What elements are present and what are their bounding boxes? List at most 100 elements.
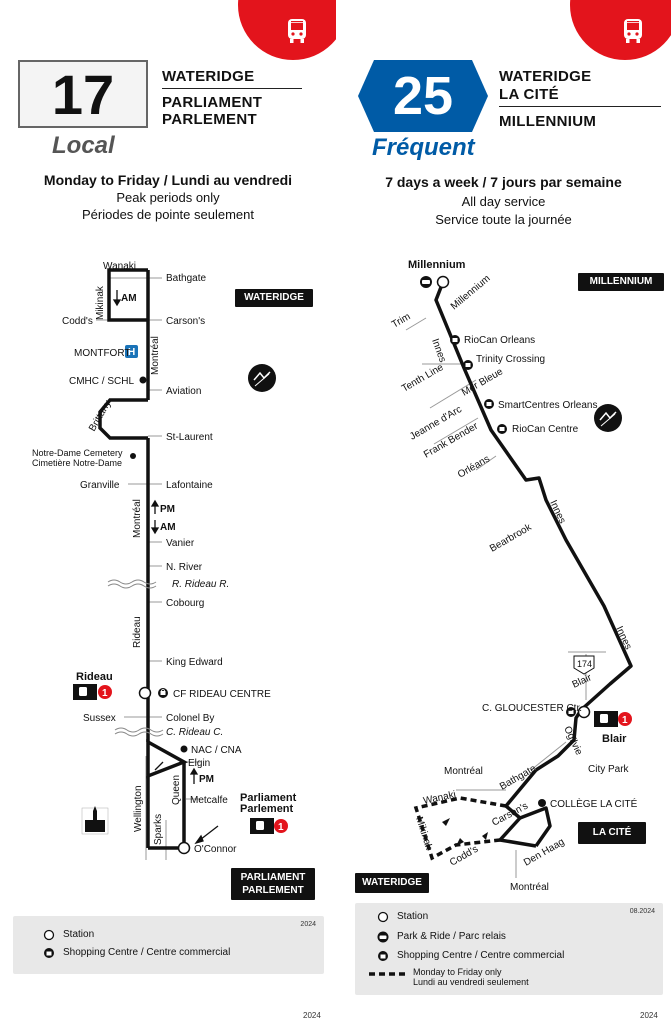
label-montreal-1: Montréal	[150, 336, 161, 375]
label-blair-station: Blair	[602, 733, 627, 745]
tag-parliament-en: PARLIAMENT	[240, 872, 306, 883]
label-montfort: MONTFORT	[74, 348, 130, 359]
label-den-haag: Den Haag	[522, 837, 566, 869]
route-17-map: H 1 1 Wanaki Bathgate Mikinak AM Codd's	[32, 261, 297, 860]
tag-wateridge: WATERIDGE	[355, 873, 429, 893]
legend-weekday-row: Monday to Friday only Lundi au vendredi …	[369, 967, 529, 987]
label-innes-1: Innes	[429, 337, 448, 364]
label-wanaki: Wanaki	[103, 261, 136, 272]
station-icon	[377, 911, 389, 923]
legend-weekday-fr: Lundi au vendredi seulement	[413, 977, 529, 987]
label-trinity-crossing: Trinity Crossing	[476, 354, 545, 365]
label-kingedward: King Edward	[166, 657, 223, 668]
line-1-badge-parliament: 1	[278, 822, 284, 833]
tag-la-cite: LA CITÉ	[578, 822, 646, 844]
label-vanier: Vanier	[166, 538, 195, 549]
tag-wateridge: WATERIDGE	[235, 289, 313, 307]
label-rideau-canal: C. Rideau C.	[166, 727, 223, 738]
label-am-2: AM	[160, 522, 176, 533]
footer-year: 2024	[640, 1011, 658, 1020]
legend-year: 08.2024	[629, 908, 655, 915]
label-bearbrook: Bearbrook	[488, 522, 534, 555]
label-carsons: Carson's	[166, 316, 205, 327]
shopping-icon	[378, 951, 388, 961]
legend-parkride-row: Park & Ride / Parc relais	[369, 931, 506, 943]
dashed-line-icon	[369, 972, 409, 976]
label-nriver: N. River	[166, 562, 203, 573]
schedule-subtitle-fr: Service toute la journée	[435, 212, 572, 227]
label-codds: Codd's	[62, 316, 93, 327]
route-17-panel: 17 Local WATERIDGE PARLIAMENT PARLEMENT …	[13, 0, 336, 1020]
footer-year: 2024	[303, 1011, 321, 1020]
label-college-la-cite: COLLÈGE LA CITÉ	[550, 797, 638, 810]
route-number-badge: 17	[18, 60, 148, 128]
label-parliament-station-en: Parliament	[240, 792, 297, 804]
label-wellington: Wellington	[133, 785, 144, 832]
legend-station-row: Station	[35, 929, 94, 941]
label-hwy-174: 174	[577, 659, 592, 669]
legend-station: Station	[63, 929, 95, 940]
schedule-title: Monday to Friday / Lundi au vendredi	[43, 172, 293, 188]
legend-station-row: Station	[369, 911, 428, 923]
route-type-label: Fréquent	[372, 134, 475, 161]
label-pm-1: PM	[160, 504, 175, 515]
label-sparks: Sparks	[153, 814, 164, 845]
label-am-1: AM	[121, 293, 137, 304]
label-orleans: Orléans	[456, 454, 492, 481]
label-cf-rideau: CF RIDEAU CENTRE	[173, 689, 271, 700]
label-montreal-2: Montréal	[132, 499, 143, 538]
label-rideau-river: R. Rideau R.	[172, 579, 229, 590]
label-innes-3: Innes	[613, 625, 633, 652]
label-pm-2: PM	[199, 774, 214, 785]
label-ogilvie: Ogilvie	[561, 725, 584, 758]
legend-weekday-en: Monday to Friday only	[413, 967, 502, 977]
legend-shopping-row: Shopping Centre / Centre commercial	[369, 950, 564, 962]
route-type-label: Local	[52, 132, 115, 159]
legend-shopping-row: Shopping Centre / Centre commercial	[35, 947, 230, 959]
destination-2: LA CITÉ	[499, 86, 559, 103]
label-cmhc: CMHC / SCHL	[69, 376, 134, 387]
label-metcalfe: Metcalfe	[190, 795, 228, 806]
label-colonelby: Colonel By	[166, 713, 214, 724]
label-montreal-2: Montréal	[510, 882, 549, 893]
label-millennium-stop: Millennium	[408, 259, 466, 271]
legend-weekday: Monday to Friday only Lundi au vendredi …	[413, 967, 529, 987]
label-codds: Codd's	[448, 844, 480, 869]
route-25-panel: 25 Fréquent WATERIDGE LA CITÉ MILLENNIUM…	[336, 0, 671, 1024]
bus-icon	[288, 19, 306, 43]
label-rideau-station: Rideau	[76, 671, 113, 683]
tag-millennium: MILLENNIUM	[578, 273, 664, 291]
label-smartcentres: SmartCentres Orleans	[498, 400, 597, 411]
label-gloucester-centre: C. GLOUCESTER Ctr.	[482, 703, 582, 714]
route-number: 25	[392, 66, 454, 126]
schedule-subtitle-en: All day service	[461, 194, 546, 209]
route-25-map: 1 Millennium Trim Millennium Innes RioCa…	[390, 259, 638, 893]
label-mikinak: Mikinak	[95, 285, 106, 320]
park-ride-icon	[377, 931, 389, 943]
destination-1: WATERIDGE	[499, 68, 592, 85]
schedule-subtitle-fr: Périodes de pointe seulement	[81, 207, 254, 222]
destination-divider	[499, 106, 661, 107]
destination-2: PARLIAMENT	[162, 94, 263, 111]
label-bathgate: Bathgate	[166, 273, 206, 284]
label-sussex: Sussex	[83, 713, 116, 724]
label-wanaki: Wanaki	[422, 789, 457, 807]
bus-icon	[624, 19, 642, 43]
parliament-icon	[81, 806, 109, 835]
tag-parliament: PARLIAMENT PARLEMENT	[231, 868, 315, 900]
destination-3: PARLEMENT	[162, 111, 257, 128]
label-mikinak: Mikinak	[413, 816, 434, 853]
legend-station: Station	[397, 911, 429, 922]
label-oconnor: O'Connor	[194, 844, 237, 855]
hospital-icon: H	[128, 347, 135, 358]
shopping-icon	[44, 948, 54, 958]
schedule-title: 7 days a week / 7 jours par semaine	[385, 174, 622, 190]
label-riocan-orleans: RioCan Orleans	[464, 335, 535, 346]
label-cobourg: Cobourg	[166, 598, 204, 609]
legend-17: 2024 Station Shopping Centre / Centre co…	[13, 916, 324, 974]
legend-year: 2024	[300, 921, 316, 928]
label-blair-road: Blair	[571, 672, 594, 691]
label-aviation: Aviation	[166, 386, 201, 397]
station-icon	[43, 929, 55, 941]
label-queen: Queen	[171, 775, 182, 805]
